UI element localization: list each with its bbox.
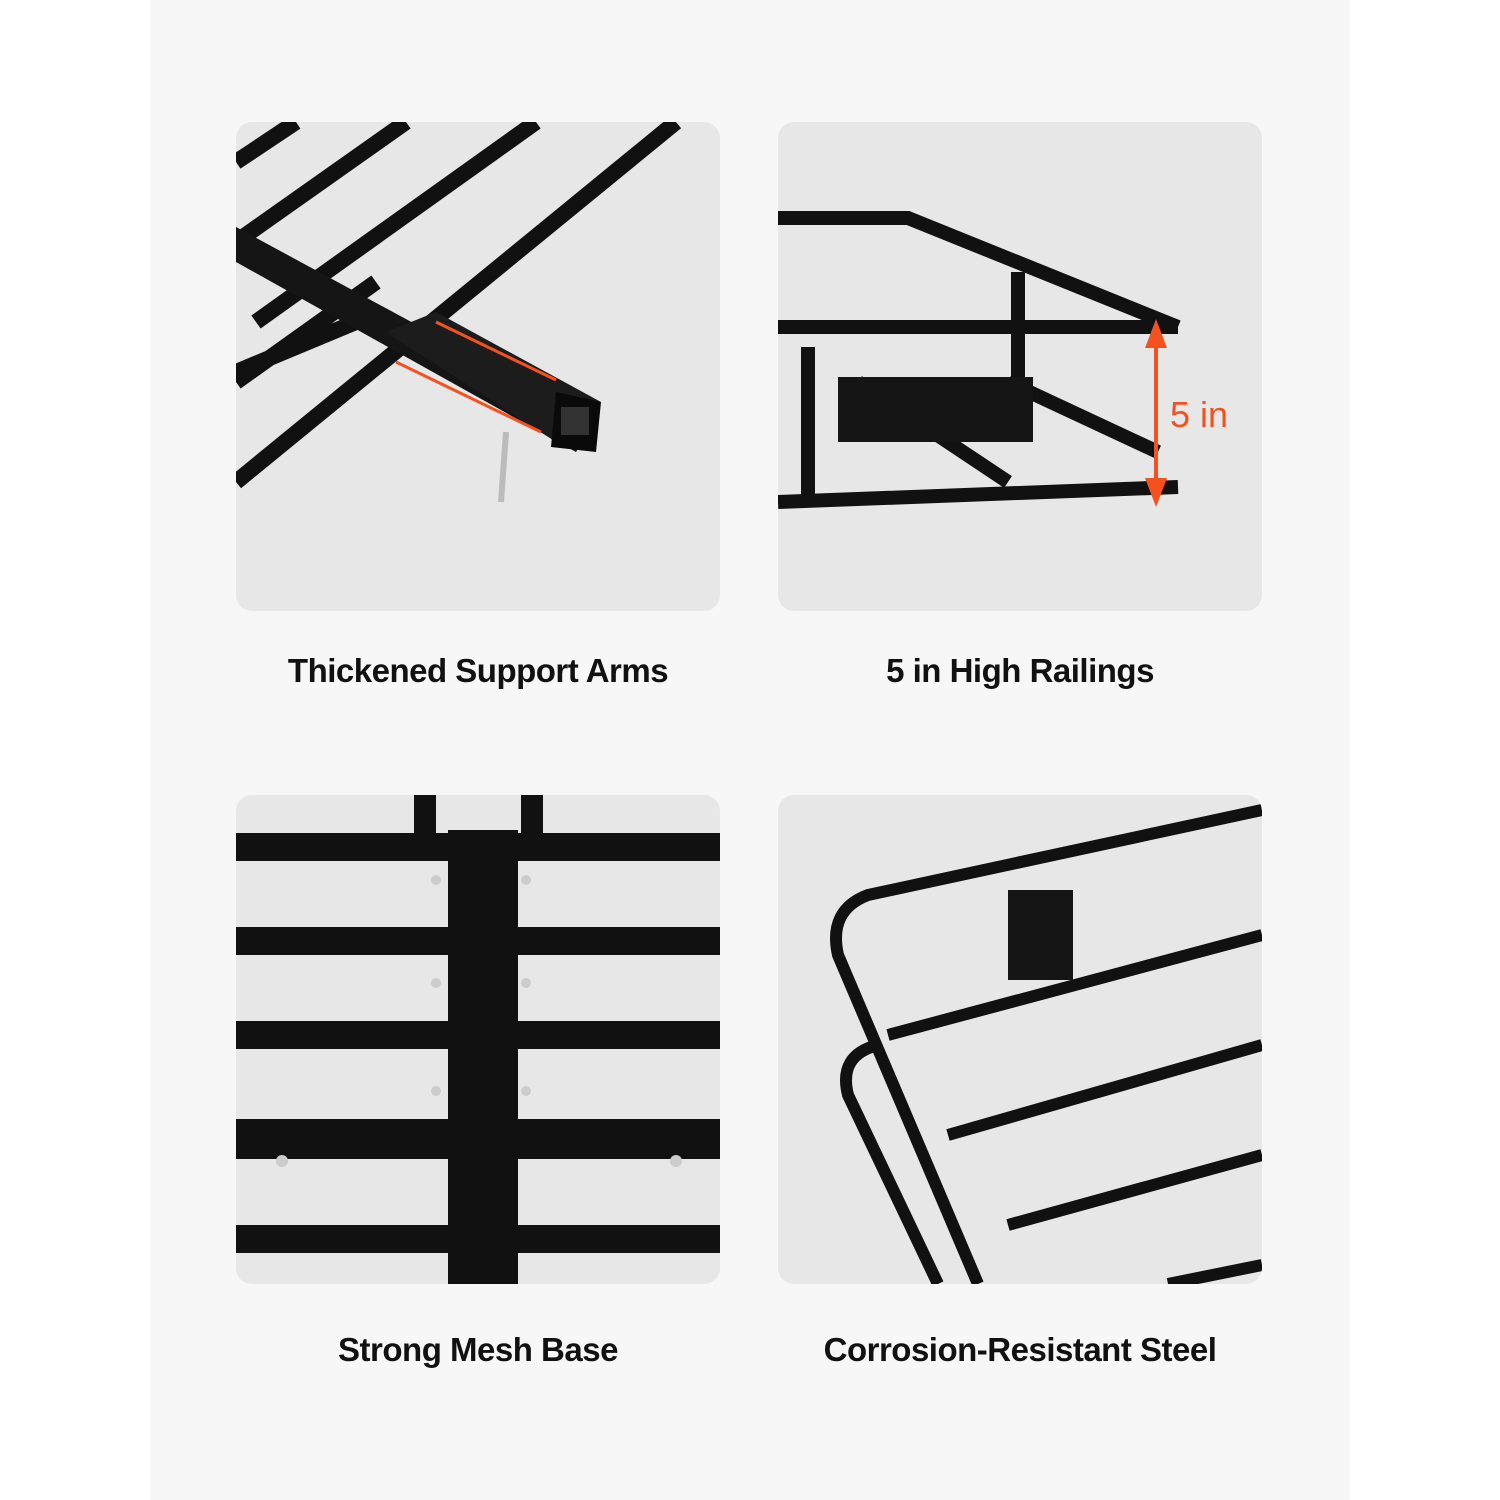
feature-image-railings: 5 in xyxy=(778,122,1262,611)
feature-caption: 5 in High Railings xyxy=(886,652,1154,689)
feature-image-mesh-base xyxy=(236,795,720,1284)
feature-image-steel xyxy=(778,795,1262,1284)
feature-image-support-arms xyxy=(236,122,720,611)
feature-caption: Corrosion-Resistant Steel xyxy=(823,1331,1217,1368)
dimension-label: 5 in xyxy=(1170,394,1228,435)
feature-caption: Strong Mesh Base xyxy=(338,1331,618,1368)
feature-caption: Thickened Support Arms xyxy=(287,652,669,689)
